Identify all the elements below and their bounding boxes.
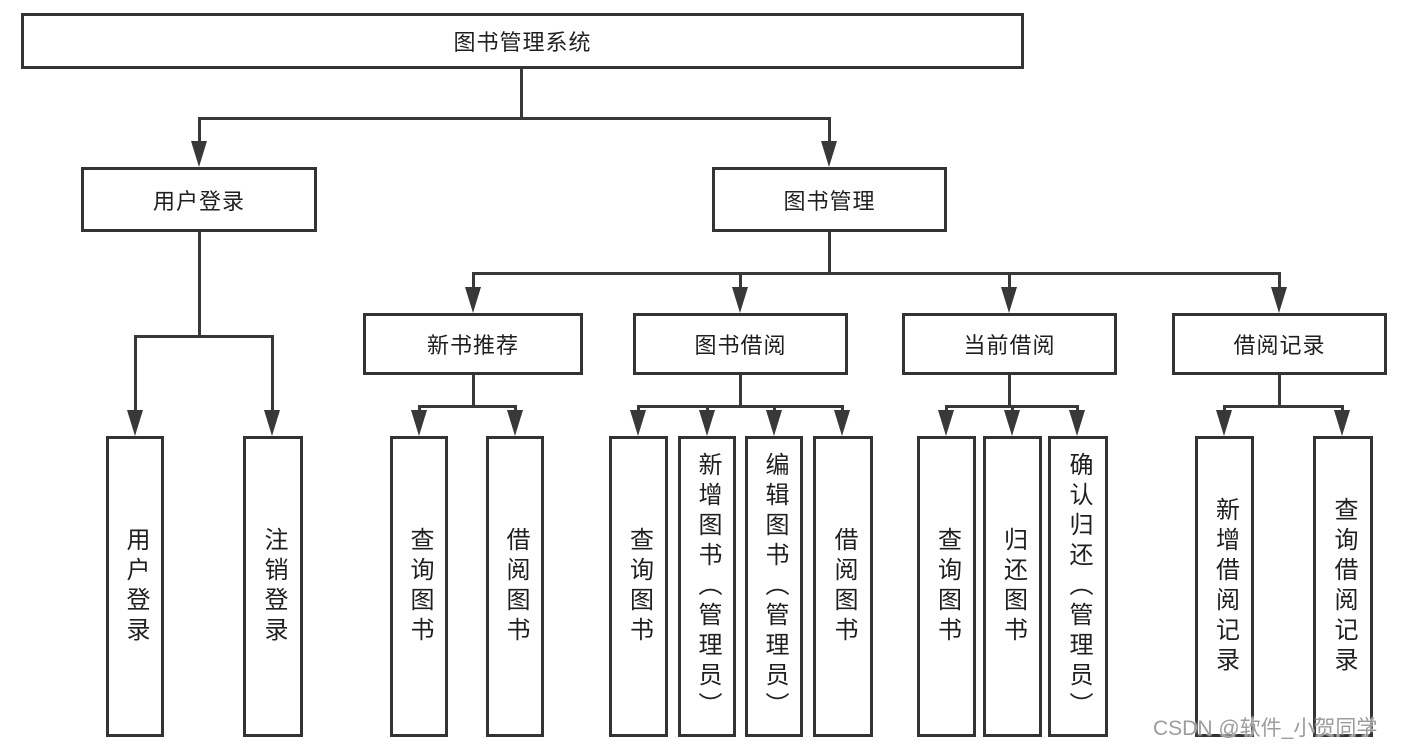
arrow-down-icon <box>766 410 782 436</box>
connector-bookmgmt-drop-3 <box>1008 272 1011 291</box>
node-root-label: 图书管理系统 <box>453 30 592 55</box>
leaf-query-books-recommend: 查询图书 <box>390 436 448 737</box>
leaf-borrow-books-recommend-label: 借阅图书 <box>502 526 529 647</box>
connector-recommend-rail <box>418 405 517 408</box>
connector-bookmgmt-drop-4 <box>1278 272 1281 291</box>
arrow-down-icon <box>1069 410 1085 436</box>
leaf-add-books-admin-label: 新增图书（管理员） <box>694 451 721 722</box>
leaf-query-books-borrowing-label: 查询图书 <box>625 526 653 647</box>
node-user-login-label: 用户登录 <box>152 188 245 214</box>
node-book-borrowing: 图书借阅 <box>633 313 848 375</box>
arrow-down-icon <box>630 410 646 436</box>
leaf-user-login-label: 用户登录 <box>122 526 149 647</box>
connector-current-drop-1 <box>945 405 948 414</box>
arrow-down-icon <box>821 141 837 167</box>
connector-bookmgmt-drop-2 <box>739 272 742 291</box>
connector-current-stem <box>1008 375 1011 405</box>
connector-records-drop-1 <box>1223 405 1226 414</box>
connector-recommend-stem <box>472 375 475 405</box>
leaf-confirm-return-admin: 确认归还（管理员） <box>1048 436 1108 737</box>
leaf-borrow-books-borrowing-label: 借阅图书 <box>830 526 857 647</box>
arrow-down-icon <box>1334 410 1350 436</box>
connector-userlogin-drop-1 <box>134 335 137 414</box>
arrow-down-icon <box>465 287 481 313</box>
leaf-query-books-current-label: 查询图书 <box>933 526 961 647</box>
connector-userlogin-drop-2 <box>271 335 274 414</box>
node-book-management-label: 图书管理 <box>783 188 876 214</box>
node-borrowing-records-label: 借阅记录 <box>1233 333 1326 358</box>
node-book-borrowing-label: 图书借阅 <box>694 333 787 358</box>
node-user-login: 用户登录 <box>81 167 317 232</box>
leaf-add-borrow-record: 新增借阅记录 <box>1195 436 1254 737</box>
connector-records-stem <box>1278 375 1281 405</box>
connector-records-rail <box>1223 405 1344 408</box>
arrow-down-icon <box>191 141 207 167</box>
leaf-borrow-books-borrowing: 借阅图书 <box>813 436 873 737</box>
leaf-add-books-admin: 新增图书（管理员） <box>678 436 736 737</box>
connector-borrowing-drop-1 <box>637 405 640 414</box>
connector-borrowing-drop-2 <box>706 405 709 414</box>
leaf-query-borrow-record-label: 查询借阅记录 <box>1330 496 1357 677</box>
arrow-down-icon <box>1001 287 1017 313</box>
connector-root-rail <box>198 117 830 120</box>
connector-root-stem <box>520 69 523 117</box>
arrow-down-icon <box>1216 410 1232 436</box>
leaf-edit-books-admin-label: 编辑图书（管理员） <box>761 451 788 722</box>
connector-bookmgmt-drop-1 <box>472 272 475 291</box>
connector-borrowing-rail <box>637 405 844 408</box>
leaf-logout-label: 注销登录 <box>260 526 287 647</box>
leaf-query-books-borrowing: 查询图书 <box>609 436 668 737</box>
arrow-down-icon <box>411 410 427 436</box>
connector-borrowing-stem <box>739 375 742 405</box>
arrow-down-icon <box>699 410 715 436</box>
connector-userlogin-rail <box>134 335 274 338</box>
connector-root-drop-left <box>198 117 201 145</box>
leaf-add-borrow-record-label: 新增借阅记录 <box>1211 496 1239 677</box>
leaf-user-login: 用户登录 <box>106 436 164 737</box>
arrow-down-icon <box>127 410 143 436</box>
leaf-confirm-return-admin-label: 确认归还（管理员） <box>1065 451 1092 722</box>
arrow-down-icon <box>1004 410 1020 436</box>
node-current-borrowing-label: 当前借阅 <box>963 333 1056 358</box>
connector-recommend-drop-1 <box>418 405 421 414</box>
arrow-down-icon <box>264 410 280 436</box>
node-new-book-recommend-label: 新书推荐 <box>426 333 519 358</box>
leaf-edit-books-admin: 编辑图书（管理员） <box>745 436 803 737</box>
node-root: 图书管理系统 <box>21 13 1024 69</box>
leaf-borrow-books-recommend: 借阅图书 <box>486 436 544 737</box>
arrow-down-icon <box>834 410 850 436</box>
connector-borrowing-drop-4 <box>841 405 844 414</box>
leaf-query-books-recommend-label: 查询图书 <box>406 526 433 647</box>
leaf-return-books: 归还图书 <box>983 436 1042 737</box>
arrow-down-icon <box>938 410 954 436</box>
node-current-borrowing: 当前借阅 <box>902 313 1117 375</box>
leaf-return-books-label: 归还图书 <box>999 526 1027 647</box>
node-new-book-recommend: 新书推荐 <box>363 313 583 375</box>
arrow-down-icon <box>732 287 748 313</box>
leaf-query-borrow-record: 查询借阅记录 <box>1313 436 1373 737</box>
connector-current-drop-2 <box>1011 405 1014 414</box>
connector-bookmgmt-stem <box>828 232 831 272</box>
connector-userlogin-stem <box>198 232 201 335</box>
connector-root-drop-right <box>828 117 831 145</box>
leaf-query-books-current: 查询图书 <box>917 436 976 737</box>
connector-records-drop-2 <box>1341 405 1344 414</box>
connector-bookmgmt-rail <box>472 272 1280 275</box>
node-borrowing-records: 借阅记录 <box>1172 313 1387 375</box>
arrow-down-icon <box>1271 287 1287 313</box>
node-book-management: 图书管理 <box>712 167 947 232</box>
csdn-watermark: CSDN @软件_小贺同学 <box>1153 717 1378 740</box>
leaf-logout: 注销登录 <box>243 436 303 737</box>
arrow-down-icon <box>507 410 523 436</box>
connector-borrowing-drop-3 <box>773 405 776 414</box>
connector-current-drop-3 <box>1076 405 1079 414</box>
connector-recommend-drop-2 <box>514 405 517 414</box>
